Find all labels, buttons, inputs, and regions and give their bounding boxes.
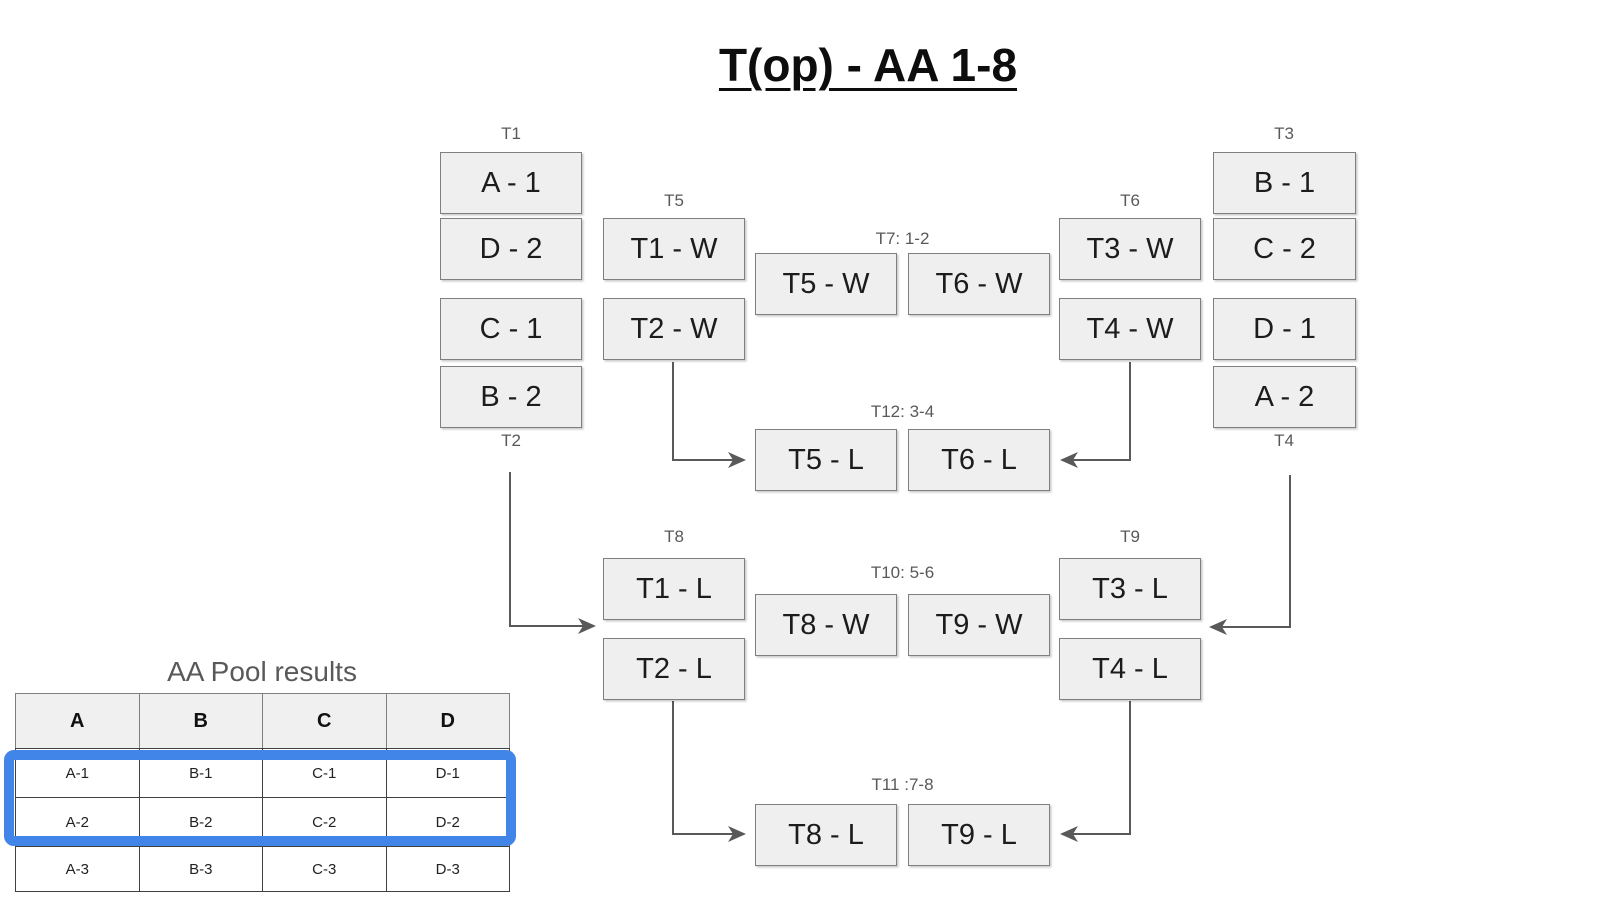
label-t11: T11 :7-8 bbox=[871, 775, 934, 794]
box-d-2: D - 2 bbox=[440, 218, 582, 280]
box-t4-w: T4 - W bbox=[1059, 298, 1201, 360]
box-b-2: B - 2 bbox=[440, 366, 582, 428]
box-t9-w: T9 - W bbox=[908, 594, 1050, 656]
pool-cell: B-3 bbox=[138, 846, 263, 892]
label-t6: T6 bbox=[1120, 191, 1140, 210]
arrow-t2l-to-t8l bbox=[672, 701, 746, 842]
box-t8-l: T8 - L bbox=[755, 804, 897, 866]
arrow-t2-to-t1l bbox=[509, 472, 596, 634]
box-t6-l: T6 - L bbox=[908, 429, 1050, 491]
page-title: T(op) - AA 1-8 bbox=[718, 39, 1018, 91]
pool-cell: D-1 bbox=[385, 748, 510, 798]
box-t8-w: T8 - W bbox=[755, 594, 897, 656]
arrow-t4w-to-t6l bbox=[1060, 362, 1131, 468]
pool-cell: A-3 bbox=[15, 846, 140, 892]
box-t9-l: T9 - L bbox=[908, 804, 1050, 866]
box-t5-l: T5 - L bbox=[755, 429, 897, 491]
label-t5: T5 bbox=[664, 191, 684, 210]
label-t12: T12: 3-4 bbox=[870, 402, 935, 421]
arrow-t4l-to-t9l bbox=[1060, 701, 1131, 842]
pool-results-table: A B C D A-1 B-1 C-1 D-1 A-2 B-2 C-2 D-2 … bbox=[15, 693, 510, 892]
label-t1: T1 bbox=[501, 124, 521, 143]
label-t2: T2 bbox=[501, 431, 521, 450]
pool-cell: B-1 bbox=[138, 748, 263, 798]
box-t6-w: T6 - W bbox=[908, 253, 1050, 315]
label-t10: T10: 5-6 bbox=[870, 563, 935, 582]
arrow-t2w-to-t5l bbox=[672, 362, 746, 468]
box-a-1: A - 1 bbox=[440, 152, 582, 214]
pool-row-3: A-3 B-3 C-3 D-3 bbox=[15, 846, 510, 892]
box-t2-l: T2 - L bbox=[603, 638, 745, 700]
label-t3: T3 bbox=[1274, 124, 1294, 143]
box-t1-w: T1 - W bbox=[603, 218, 745, 280]
pool-cell: C-2 bbox=[262, 797, 387, 847]
pool-row-1: A-1 B-1 C-1 D-1 bbox=[15, 748, 510, 798]
pool-header-b: B bbox=[138, 693, 263, 749]
box-t5-w: T5 - W bbox=[755, 253, 897, 315]
pool-row-2: A-2 B-2 C-2 D-2 bbox=[15, 797, 510, 847]
pool-cell: A-2 bbox=[15, 797, 140, 847]
box-c-1: C - 1 bbox=[440, 298, 582, 360]
box-d-1: D - 1 bbox=[1213, 298, 1356, 360]
box-t1-l: T1 - L bbox=[603, 558, 745, 620]
box-c-2: C - 2 bbox=[1213, 218, 1356, 280]
pool-cell: C-1 bbox=[262, 748, 387, 798]
pool-header-a: A bbox=[15, 693, 140, 749]
label-t4: T4 bbox=[1274, 431, 1294, 450]
pool-header-c: C bbox=[262, 693, 387, 749]
box-t3-w: T3 - W bbox=[1059, 218, 1201, 280]
pool-header-row: A B C D bbox=[15, 693, 510, 749]
box-a-2: A - 2 bbox=[1213, 366, 1356, 428]
pool-cell: B-2 bbox=[138, 797, 263, 847]
arrow-t4-to-t3l bbox=[1209, 475, 1291, 635]
pool-cell: A-1 bbox=[15, 748, 140, 798]
pool-cell: D-2 bbox=[385, 797, 510, 847]
label-t7: T7: 1-2 bbox=[875, 229, 930, 248]
label-t8: T8 bbox=[664, 527, 684, 546]
label-t9: T9 bbox=[1120, 527, 1140, 546]
box-t2-w: T2 - W bbox=[603, 298, 745, 360]
pool-header-d: D bbox=[385, 693, 510, 749]
pool-cell: C-3 bbox=[262, 846, 387, 892]
box-t3-l: T3 - L bbox=[1059, 558, 1201, 620]
box-b-1: B - 1 bbox=[1213, 152, 1356, 214]
box-t4-l: T4 - L bbox=[1059, 638, 1201, 700]
pool-cell: D-3 bbox=[385, 846, 510, 892]
pool-results-title: AA Pool results bbox=[167, 656, 357, 687]
